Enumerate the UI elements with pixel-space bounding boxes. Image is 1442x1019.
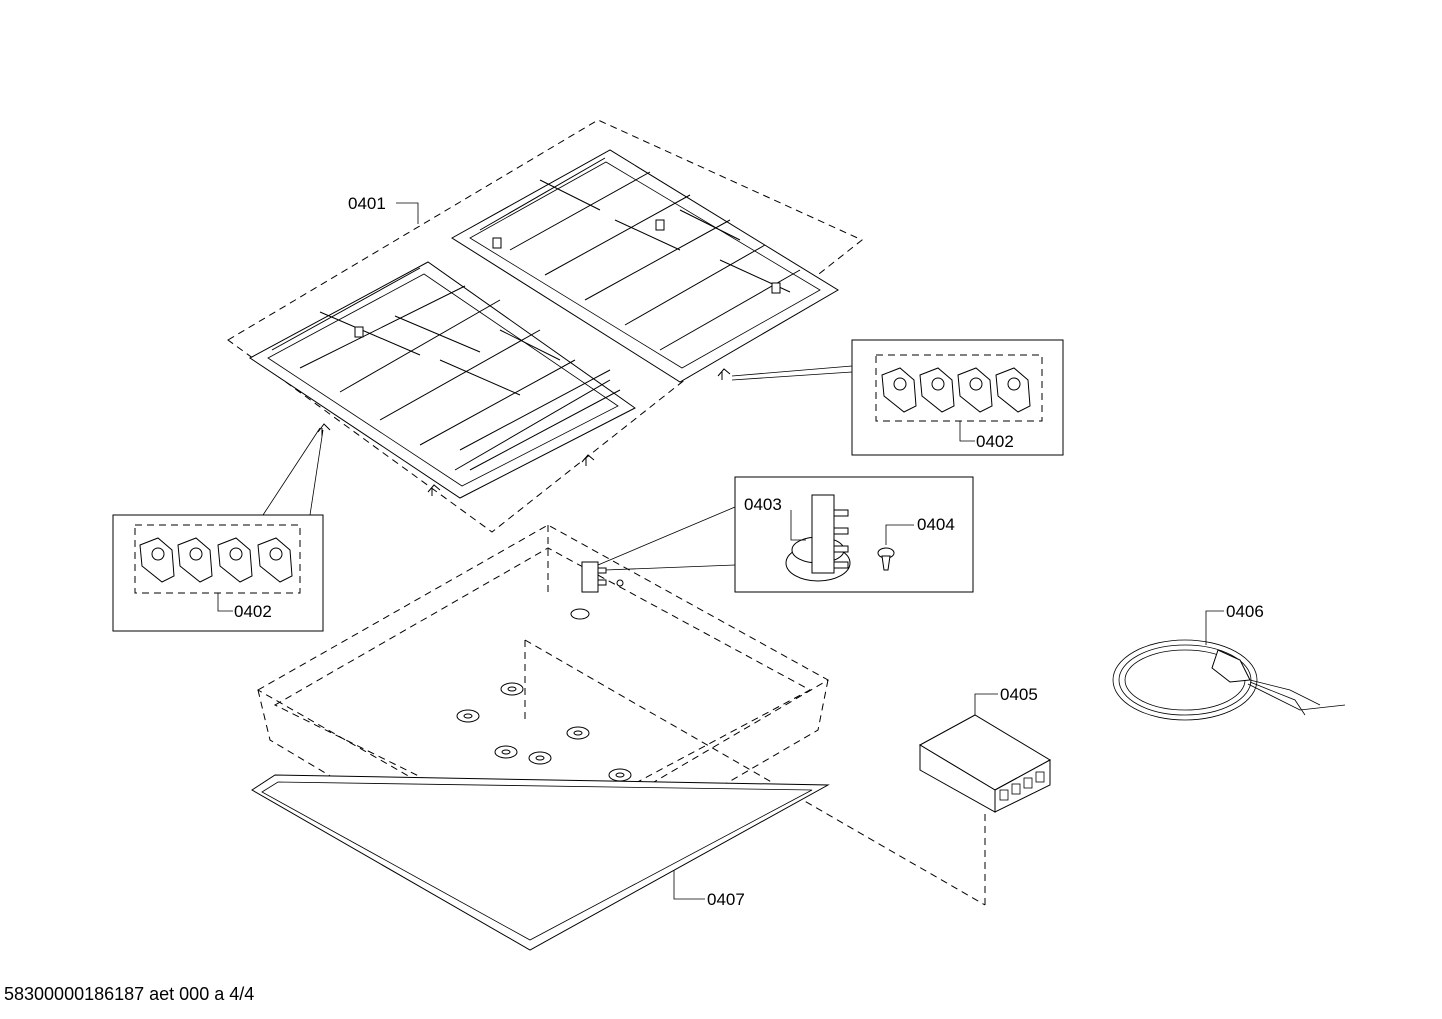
label-0402-left: 0402 (234, 602, 272, 621)
label-0407: 0407 (707, 890, 745, 909)
label-0402-right: 0402 (976, 432, 1014, 451)
label-0401: 0401 (348, 194, 386, 213)
rubber-feet (317, 368, 731, 496)
tray-ignition-mount (581, 561, 624, 593)
burner-positions (456, 608, 632, 782)
label-0405: 0405 (1000, 685, 1038, 704)
detail-box-ignition: 0403 0404 (597, 476, 974, 593)
pan-support-right (451, 149, 839, 383)
screw-part (877, 547, 895, 571)
label-0404: 0404 (917, 515, 955, 534)
electronic-box: 0405 (918, 685, 1052, 813)
power-cable: 0406 (1112, 602, 1346, 721)
seal-gasket: 0407 (251, 774, 830, 951)
label-0403: 0403 (744, 495, 782, 514)
ignition-switch-part (785, 494, 851, 582)
label-0406: 0406 (1226, 602, 1264, 621)
pan-support-left (249, 261, 636, 499)
pan-supports-group: 0401 (227, 119, 863, 533)
document-footer-code: 58300000186187 aet 000 a 4/4 (4, 984, 254, 1004)
detail-box-feet-right: 0402 (731, 339, 1064, 456)
detail-box-feet-left: 0402 (112, 427, 324, 632)
rubber-foot-parts (139, 537, 293, 583)
rubber-foot-parts (881, 367, 1031, 413)
